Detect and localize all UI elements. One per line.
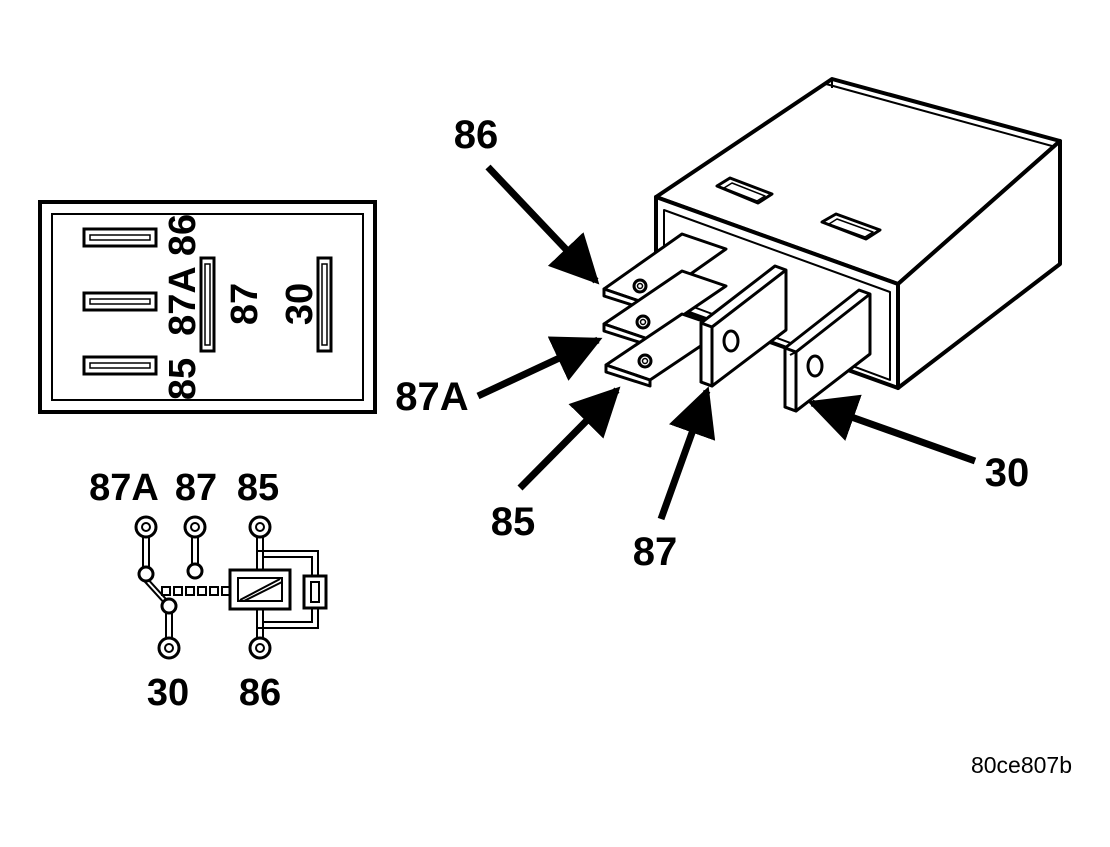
face-label-87: 87 <box>224 283 266 325</box>
relay-pinout-face: 86 87A 85 87 30 <box>38 200 377 414</box>
relay-vent-slots <box>715 176 882 241</box>
schematic-contacts <box>142 537 199 638</box>
schematic-terminal-85 <box>248 515 272 539</box>
callout-label-86: 86 <box>454 113 499 157</box>
contact-87-node <box>186 562 204 580</box>
face-label-87a: 87A <box>162 266 204 336</box>
terminal-slot-87a <box>82 291 158 312</box>
schematic-label-87: 87 <box>175 467 217 509</box>
terminal-slot-30 <box>316 256 333 353</box>
schematic-terminal-30 <box>157 636 181 660</box>
arrow-87a <box>476 336 603 400</box>
arrow-87 <box>657 386 716 521</box>
callout-label-30: 30 <box>985 451 1030 495</box>
armature-link <box>161 586 231 596</box>
face-label-85: 85 <box>162 358 204 400</box>
callout-label-85: 85 <box>491 500 536 544</box>
schematic-terminal-87a <box>134 515 158 539</box>
blade-30 <box>783 288 872 413</box>
schematic-terminal-87 <box>183 515 207 539</box>
coil-symbol <box>228 568 292 611</box>
schematic-label-85: 85 <box>237 467 279 509</box>
face-label-86: 86 <box>162 214 204 256</box>
blade-87 <box>699 264 788 388</box>
terminal-slot-87 <box>199 256 216 353</box>
pinout-inner-frame <box>51 213 364 401</box>
diode-resistor-symbol <box>302 574 328 610</box>
contact-30-pivot <box>160 597 178 615</box>
schematic-label-87a: 87A <box>89 467 159 509</box>
terminal-slot-85 <box>82 355 158 376</box>
relay-schematic: 87A 87 85 30 86 <box>89 467 328 714</box>
schematic-label-30: 30 <box>147 672 189 714</box>
arrow-86 <box>485 164 600 285</box>
figure-code: 80ce807b <box>971 752 1072 778</box>
callout-label-87: 87 <box>633 530 678 574</box>
arrow-85 <box>517 386 621 491</box>
schematic-label-86: 86 <box>239 672 281 714</box>
callout-arrows <box>476 164 977 521</box>
schematic-terminal-86 <box>248 636 272 660</box>
terminal-slot-86 <box>82 227 158 248</box>
blade-85 <box>604 312 728 388</box>
blade-87a <box>602 269 728 347</box>
arrow-30 <box>807 394 977 465</box>
callout-label-87a: 87A <box>395 375 468 419</box>
face-label-30: 30 <box>279 283 321 325</box>
pinout-outer-frame <box>38 200 377 414</box>
contact-87a-node <box>137 565 155 583</box>
